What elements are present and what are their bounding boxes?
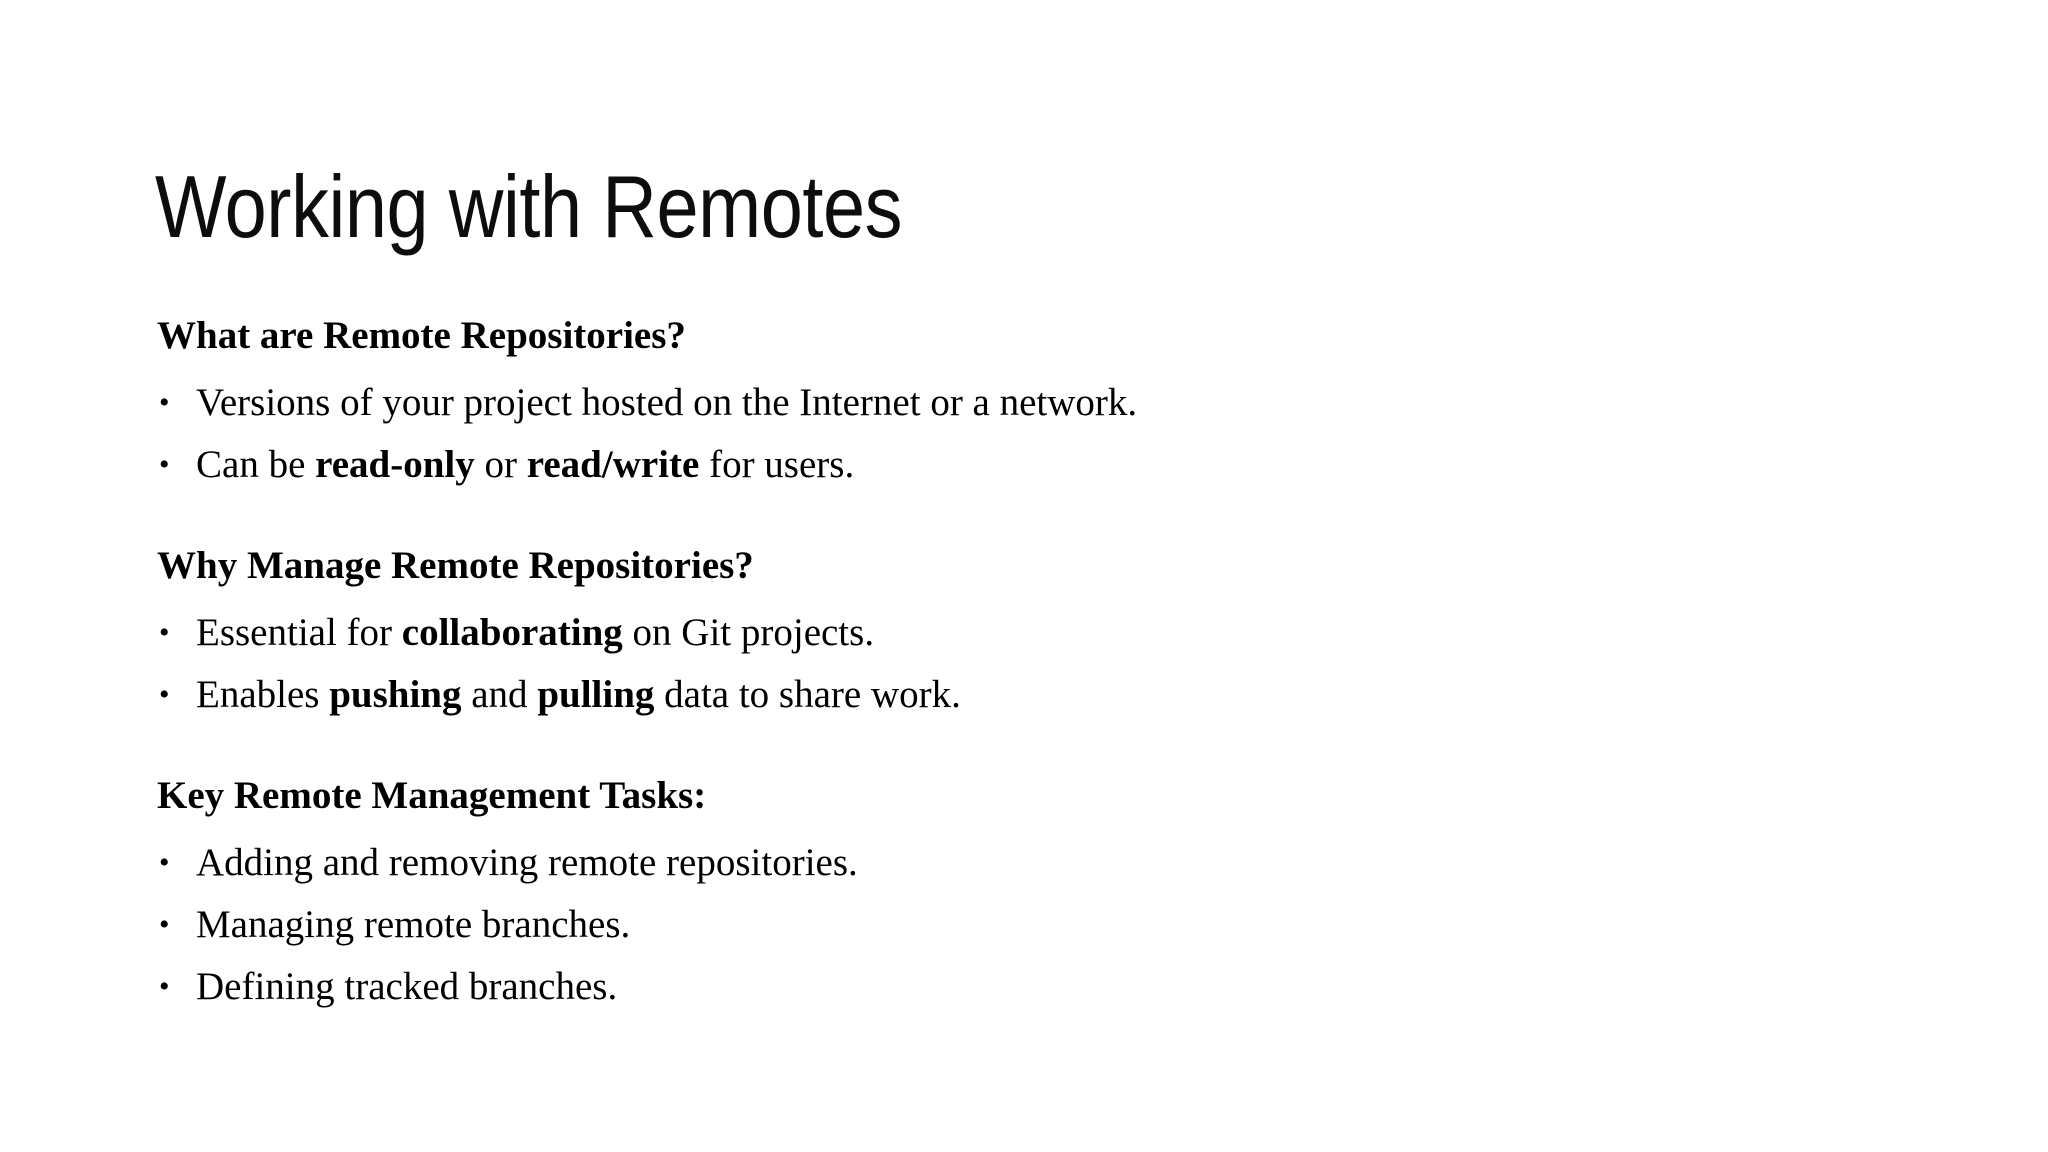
bullet-dot-icon: • (159, 908, 170, 941)
plain-text: or (474, 443, 527, 486)
bullet-text: Versions of your project hosted on the I… (196, 381, 1137, 424)
emphasis-text: pulling (537, 673, 655, 716)
slide-body: What are Remote Repositories? • Versions o… (157, 310, 1857, 1018)
bullet-item: • Managing remote branches. (157, 894, 1857, 956)
bullet-text: Can be read-only or read/write for users… (196, 443, 854, 486)
plain-text: Managing remote branches. (196, 903, 631, 946)
bullet-item: • Defining tracked branches. (157, 956, 1857, 1018)
bullet-item: • Adding and removing remote repositories… (157, 832, 1857, 894)
bullet-item: • Essential for collaborating on Git proj… (157, 602, 1857, 664)
bullet-dot-icon: • (159, 386, 170, 419)
plain-text: and (461, 673, 538, 716)
bullet-dot-icon: • (159, 678, 170, 711)
plain-text: Enables (196, 673, 330, 716)
bullet-item: • Can be read-only or read/write for user… (157, 434, 1857, 496)
emphasis-text: pushing (329, 673, 462, 716)
emphasis-text: read/write (526, 443, 700, 486)
bullet-list: • Versions of your project hosted on the … (157, 372, 1857, 496)
bullet-item: • Versions of your project hosted on the … (157, 372, 1857, 434)
bullet-list: • Essential for collaborating on Git proj… (157, 602, 1857, 726)
section-heading: Why Manage Remote Repositories? (157, 544, 754, 587)
plain-text: Defining tracked branches. (196, 965, 618, 1008)
bullet-text: Essential for collaborating on Git proje… (196, 611, 874, 654)
content-section: What are Remote Repositories? • Versions o… (157, 310, 1857, 496)
plain-text: Essential for (196, 611, 402, 654)
bullet-list: • Adding and removing remote repositories… (157, 832, 1857, 1018)
section-heading: Key Remote Management Tasks: (157, 774, 707, 817)
plain-text: on Git projects. (622, 611, 875, 654)
plain-text: Adding and removing remote repositories. (196, 841, 858, 884)
bullet-text: Enables pushing and pulling data to shar… (196, 673, 961, 716)
bullet-dot-icon: • (159, 616, 170, 649)
content-section: Why Manage Remote Repositories? • Essentia… (157, 540, 1857, 726)
bullet-text: Adding and removing remote repositories. (196, 841, 858, 884)
emphasis-text: collaborating (401, 611, 623, 654)
bullet-text: Managing remote branches. (196, 903, 630, 946)
bullet-dot-icon: • (159, 846, 170, 879)
bullet-item: • Enables pushing and pulling data to sha… (157, 664, 1857, 726)
emphasis-text: read-only (315, 443, 475, 486)
content-section: Key Remote Management Tasks: • Adding and … (157, 770, 1857, 1018)
plain-text: Versions of your project hosted on the I… (196, 381, 1138, 424)
bullet-dot-icon: • (159, 448, 170, 481)
bullet-text: Defining tracked branches. (196, 965, 617, 1008)
slide-title: Working with Remotes (155, 156, 903, 256)
bullet-dot-icon: • (159, 970, 170, 1003)
section-heading: What are Remote Repositories? (157, 314, 686, 357)
plain-text: Can be (196, 443, 316, 486)
plain-text: for users. (699, 443, 855, 486)
plain-text: data to share work. (654, 673, 961, 716)
